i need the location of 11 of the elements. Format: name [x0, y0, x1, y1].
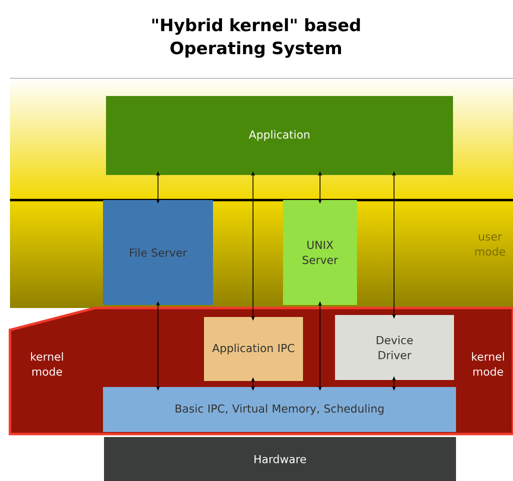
title: "Hybrid kernel" based Operating System: [152, 18, 360, 58]
layer-box: UNIX Server: [283, 200, 357, 305]
mode-label: kernel mode: [31, 352, 63, 376]
mode-label: user mode: [475, 234, 506, 256]
layer-box: Application IPC: [204, 317, 303, 381]
layer-box: Basic IPC, Virtual Memory, Scheduling: [103, 387, 456, 432]
layer-box: Application: [106, 96, 453, 175]
layer-box: File Server: [103, 200, 213, 305]
layer-box: Device Driver: [335, 315, 454, 380]
layer-box: Hardware: [104, 437, 456, 481]
mode-label: kernel mode: [472, 352, 504, 376]
